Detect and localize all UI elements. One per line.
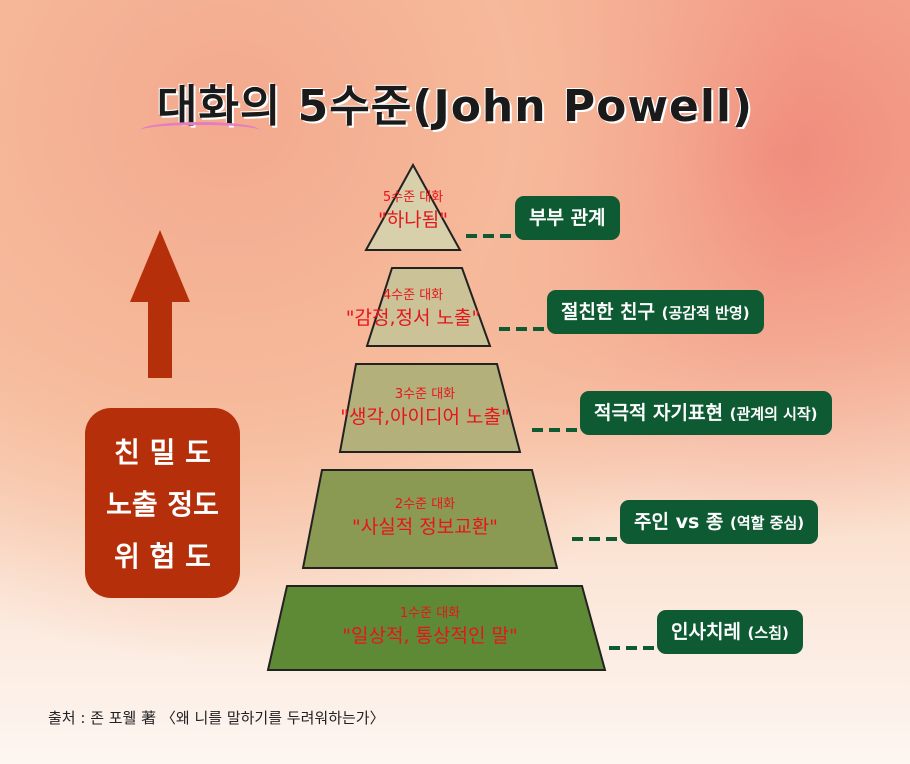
connector-2	[572, 537, 618, 541]
connector-4	[499, 327, 545, 331]
page-title: 대화의 5수준(John Powell)	[156, 81, 754, 132]
source-caption: 출처 : 존 포웰 著 〈왜 니를 말하기를 두려워하는가〉	[48, 709, 385, 727]
axis-line-exposure: 노출 정도	[106, 488, 219, 521]
pyramid-tier-4	[365, 267, 492, 347]
axis-line-risk: 위 험 도	[114, 540, 211, 573]
relation-box-2: 주인 vs 종 (역할 중심)	[620, 500, 819, 544]
relation-box-4: 절친한 친구 (공감적 반영)	[547, 290, 764, 334]
up-arrow	[130, 230, 190, 378]
axis-label-box: 친 밀 도 노출 정도 위 험 도	[85, 408, 240, 598]
relation-box-5: 부부 관계	[515, 196, 620, 240]
connector-3	[532, 428, 578, 432]
connector-1	[609, 646, 655, 650]
level-1-label: 1수준 대화"일상적, 통상적인 말"	[342, 606, 518, 647]
pyramid-tier-2	[301, 469, 559, 569]
pyramid-tier-3	[338, 363, 522, 453]
level-2-label: 2수준 대화"사실적 정보교환"	[352, 497, 498, 538]
pyramid-tier-1	[266, 585, 607, 671]
pyramid-tier-5	[364, 162, 462, 251]
level-4-label: 4수준 대화"감정,정서 노출"	[345, 288, 481, 329]
axis-line-intimacy: 친 밀 도	[114, 436, 211, 469]
relation-box-3: 적극적 자기표현 (관계의 시작)	[580, 391, 832, 435]
relation-box-1: 인사치레 (스침)	[657, 610, 803, 654]
level-3-label: 3수준 대화"생각,아이디어 노출"	[340, 387, 510, 428]
title-swoosh	[140, 122, 260, 139]
level-5-label: 5수준 대화"하나됨"	[378, 190, 448, 231]
connector-5	[466, 234, 512, 238]
